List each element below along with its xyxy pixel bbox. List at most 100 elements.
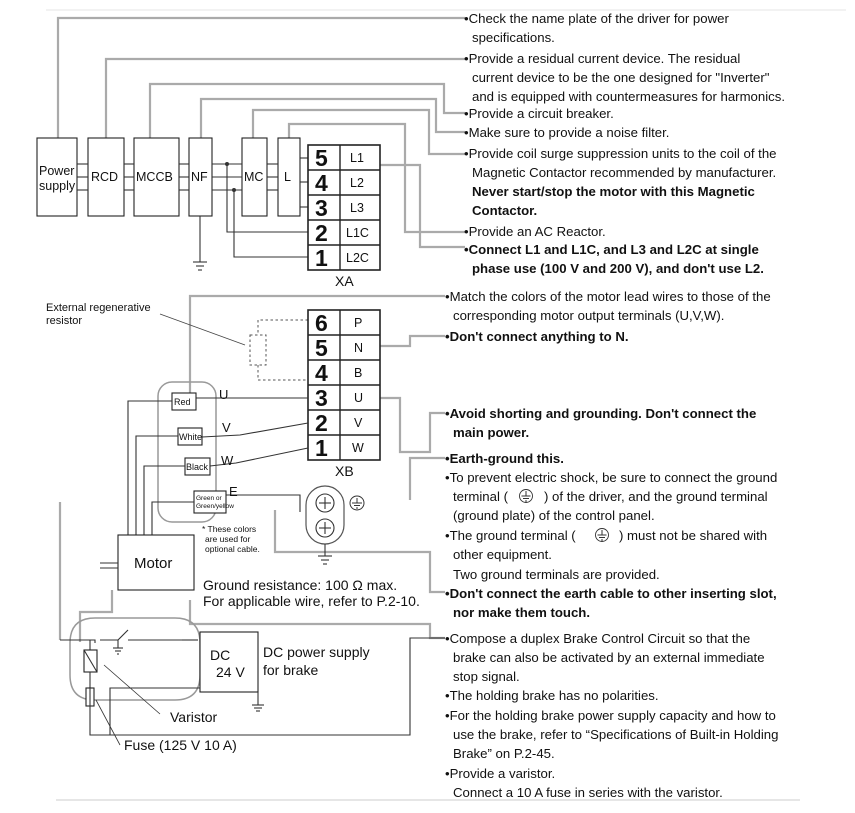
xa-num-4: 4 <box>315 170 328 196</box>
xa-term-l2c: L2C <box>346 251 369 265</box>
xa-term-l2: L2 <box>350 176 364 190</box>
power-label-2: supply <box>39 179 76 193</box>
color-note-1: * These colors <box>202 524 256 534</box>
power-label-1: Power <box>39 164 74 178</box>
xb-note-1: corresponding motor output terminals (U,… <box>453 308 724 323</box>
xb-term-v: V <box>354 416 363 430</box>
fuse-label: Fuse (125 V 10 A) <box>124 737 237 753</box>
brake-dashed-outline <box>69 617 201 701</box>
xb-term-u: U <box>354 391 363 405</box>
xb-term-w: W <box>352 441 364 455</box>
xb-note-9-tail: ) must not be shared with <box>619 528 767 543</box>
mccb-block <box>133 137 180 217</box>
applicable-wire: For applicable wire, refer to P.2-10. <box>203 593 420 609</box>
ground-notes: Ground resistance: 100 Ω max. For applic… <box>203 577 420 609</box>
xa-note-10: Contactor. <box>472 203 537 218</box>
xb-num-6: 6 <box>315 310 328 336</box>
xb-note-3: •Avoid shorting and grounding. Don't con… <box>445 406 756 421</box>
xa-num-3: 3 <box>315 195 328 221</box>
green-label-1: Green or <box>196 495 222 502</box>
brake-note-8: Connect a 10 A fuse in series with the v… <box>453 785 723 800</box>
xa-block-labels: Power supply RCD MCCB NF MC L <box>39 164 291 193</box>
xa-note-13: phase use (100 V and 200 V), and don't u… <box>472 261 764 276</box>
xb-num-2: 2 <box>315 410 328 436</box>
xa-num-5: 5 <box>315 145 328 171</box>
xa-name: XA <box>335 273 354 289</box>
dc-power-supply-label: DC power supply <box>263 644 370 660</box>
motor-wire-labels: Red White Black Green or Green/yellow U … <box>174 387 260 554</box>
xb-term-p: P <box>354 316 362 330</box>
brake-note-1: brake can also be activated by an extern… <box>453 650 765 665</box>
dc-supply-box <box>199 631 259 693</box>
xb-note-8: (ground plate) of the control panel. <box>453 508 655 523</box>
xa-note-6: •Make sure to provide a noise filter. <box>464 125 669 140</box>
xa-blocks <box>36 137 308 271</box>
xb-notes: •Match the colors of the motor lead wire… <box>445 289 777 620</box>
xa-term-l3: L3 <box>350 201 364 215</box>
xa-note-2: •Provide a residual current device. The … <box>464 51 740 66</box>
xb-num-3: 3 <box>315 385 328 411</box>
xa-note-4: and is equipped with countermeasures for… <box>472 89 785 104</box>
reactor-label: L <box>284 170 291 184</box>
xa-notes: •Check the name plate of the driver for … <box>464 11 785 276</box>
brake-circuit: DC 24 V DC power supply for brake Varist… <box>58 502 445 753</box>
xa-note-12: •Connect L1 and L1C, and L3 and L2C at s… <box>464 242 759 257</box>
brake-note-3: •The holding brake has no polarities. <box>445 688 659 703</box>
phase-w-label: W <box>221 453 234 468</box>
xa-note-7: •Provide coil surge suppression units to… <box>464 146 777 161</box>
xb-note-9: •The ground terminal ( <box>445 528 576 543</box>
green-label-2: Green/yellow <box>196 503 234 510</box>
rcd-label: RCD <box>91 170 118 184</box>
white-label: White <box>179 432 202 442</box>
cable-bundle-outline <box>157 381 217 523</box>
motor-label: Motor <box>134 555 172 572</box>
brake-notes: •Compose a duplex Brake Control Circuit … <box>445 631 778 800</box>
xb-note-11: Two ground terminals are provided. <box>453 567 660 582</box>
ground-terminals <box>305 485 365 565</box>
xb-note-0: •Match the colors of the motor lead wire… <box>445 289 771 304</box>
ground-resistance: Ground resistance: 100 Ω max. <box>203 577 397 593</box>
xb-note-2: •Don't connect anything to N. <box>445 329 629 344</box>
xb-terminal-block: 6 5 4 3 2 1 P N B U V W XB <box>307 309 381 479</box>
xb-note-7: terminal ( <box>453 489 509 504</box>
ground-symbol-icon <box>349 495 365 511</box>
xa-note-9: Never start/stop the motor with this Mag… <box>472 184 755 199</box>
brake-note-2: stop signal. <box>453 669 520 684</box>
xb-num-1: 1 <box>315 435 328 461</box>
black-label: Black <box>186 462 209 472</box>
motor-wiring <box>127 381 309 535</box>
xb-term-n: N <box>354 341 363 355</box>
motor-block: Motor <box>100 534 195 591</box>
brake-note-0: •Compose a duplex Brake Control Circuit … <box>445 631 750 646</box>
for-brake-label: for brake <box>263 662 318 678</box>
xb-note-6: •To prevent electric shock, be sure to c… <box>445 470 777 485</box>
xb-note-13: nor make them touch. <box>453 605 590 620</box>
xb-term-b: B <box>354 366 362 380</box>
motor-box <box>117 534 195 591</box>
xa-term-l1c: L1C <box>346 226 369 240</box>
xb-num-5: 5 <box>315 335 328 361</box>
mccb-label: MCCB <box>136 170 173 184</box>
dc-label: DC <box>210 647 230 663</box>
xa-num-2: 2 <box>315 220 328 246</box>
xb-note-10: other equipment. <box>453 547 552 562</box>
brake-note-7: •Provide a varistor. <box>445 766 555 781</box>
ground-symbol-inline-icon-2 <box>595 528 609 542</box>
xa-note-1: specifications. <box>472 30 555 45</box>
brake-note-5: use the brake, refer to “Specifications … <box>453 727 778 742</box>
xb-note-4: main power. <box>453 425 529 440</box>
mc-label: MC <box>244 170 263 184</box>
xa-num-1: 1 <box>315 245 328 271</box>
red-label: Red <box>174 397 191 407</box>
brake-switch-icon <box>117 629 129 641</box>
ext-regen-label-2: resistor <box>46 315 82 327</box>
xa-term-l1: L1 <box>350 151 364 165</box>
xb-note-12: •Don't connect the earth cable to other … <box>445 586 777 601</box>
xa-note-11: •Provide an AC Reactor. <box>464 224 606 239</box>
xa-terminal-block: 5 4 3 2 1 L1 L2 L3 L1C L2C XA <box>307 144 381 289</box>
phase-v-label: V <box>222 420 231 435</box>
color-note-2: are used for <box>205 534 251 544</box>
nf-label: NF <box>191 170 208 184</box>
